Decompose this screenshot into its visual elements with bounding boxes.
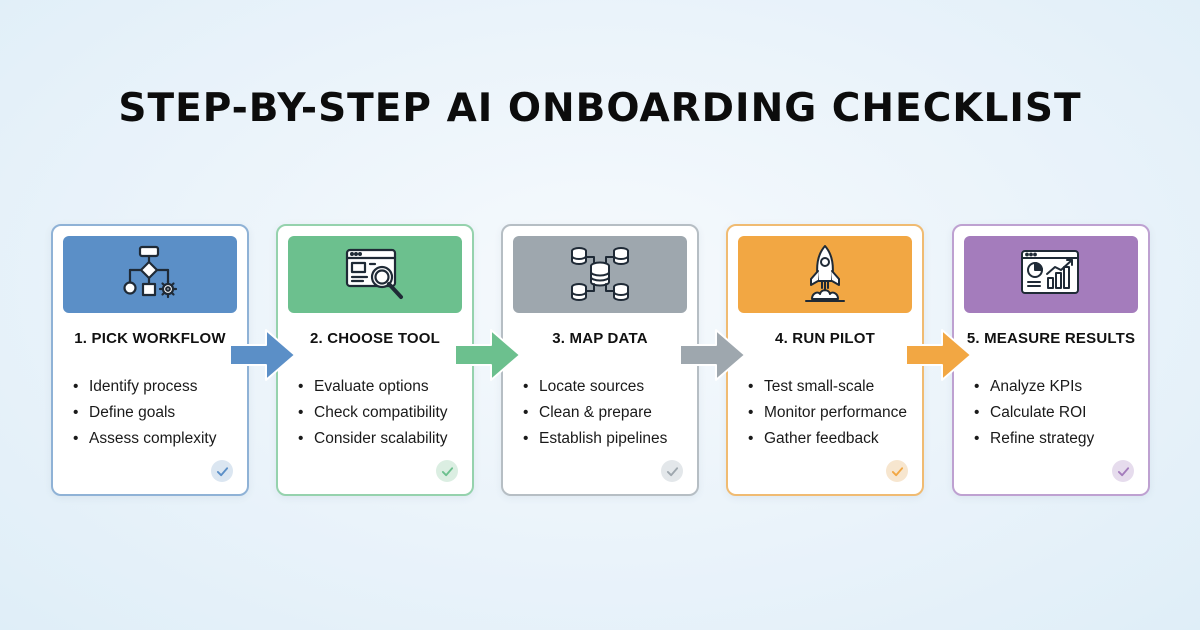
checkmark-icon [436, 460, 458, 482]
step-card-map-data: 3. MAP DATA •Locate sources •Clean & pre… [501, 224, 699, 496]
bullet: • [523, 404, 529, 421]
analytics-dashboard-icon [1021, 249, 1079, 294]
bullet: • [73, 378, 79, 395]
step-title: 2. CHOOSE TOOL [309, 330, 441, 347]
bullet: • [748, 404, 754, 421]
bullet: • [748, 430, 754, 447]
rocket-icon [805, 244, 845, 302]
step-header-run-pilot [738, 236, 912, 313]
checklist-item: •Analyze KPIs [974, 374, 1144, 400]
step-header-measure-results [964, 236, 1138, 313]
checklist-item: •Assess complexity [73, 426, 243, 452]
checklist-item: •Monitor performance [748, 400, 918, 426]
checkmark-icon [211, 460, 233, 482]
bullet: • [523, 430, 529, 447]
checklist-item: •Calculate ROI [974, 400, 1144, 426]
step-title: 3. MAP DATA [552, 330, 648, 347]
bullet: • [73, 430, 79, 447]
bullet: • [974, 404, 980, 421]
step-header-map-data [513, 236, 687, 313]
page-title: STEP-BY-STEP AI ONBOARDING CHECKLIST [118, 86, 1082, 131]
checkmark-icon [886, 460, 908, 482]
checklist-item: •Define goals [73, 400, 243, 426]
bullet: • [523, 378, 529, 395]
bullet: • [974, 430, 980, 447]
bullet: • [73, 404, 79, 421]
checklist-item: •Locate sources [523, 374, 693, 400]
arrow-right-icon [454, 329, 521, 381]
database-network-icon [571, 246, 629, 301]
step-header-choose-tool [288, 236, 462, 313]
step-title: 5. MEASURE RESULTS [966, 330, 1136, 347]
checklist-item: •Establish pipelines [523, 426, 693, 452]
step-checklist: •Evaluate options •Check compatibility •… [298, 374, 468, 452]
arrow-right-icon [905, 329, 972, 381]
bullet: • [748, 378, 754, 395]
bullet: • [974, 378, 980, 395]
step-checklist: •Analyze KPIs •Calculate ROI •Refine str… [974, 374, 1144, 452]
bullet: • [298, 430, 304, 447]
checklist-item: •Refine strategy [974, 426, 1144, 452]
step-title: 1. PICK WORKFLOW [74, 330, 226, 347]
step-card-choose-tool: 2. CHOOSE TOOL •Evaluate options •Check … [276, 224, 474, 496]
arrow-right-icon [679, 329, 746, 381]
step-card-pick-workflow: 1. PICK WORKFLOW •Identify process •Defi… [51, 224, 249, 496]
arrow-right-icon [229, 329, 296, 381]
checklist-item: •Clean & prepare [523, 400, 693, 426]
workflow-icon [123, 245, 178, 298]
checklist-item: •Identify process [73, 374, 243, 400]
checklist-item: •Check compatibility [298, 400, 468, 426]
step-card-run-pilot: 4. RUN PILOT •Test small-scale •Monitor … [726, 224, 924, 496]
checkmark-icon [661, 460, 683, 482]
step-card-measure-results: 5. MEASURE RESULTS •Analyze KPIs •Calcul… [952, 224, 1150, 496]
bullet: • [298, 404, 304, 421]
step-checklist: •Locate sources •Clean & prepare •Establ… [523, 374, 693, 452]
step-title: 4. RUN PILOT [775, 330, 875, 347]
checklist-item: •Gather feedback [748, 426, 918, 452]
checklist-item: •Evaluate options [298, 374, 468, 400]
checklist-item: •Test small-scale [748, 374, 918, 400]
bullet: • [298, 378, 304, 395]
checklist-item: •Consider scalability [298, 426, 468, 452]
step-header-pick-workflow [63, 236, 237, 313]
tool-search-icon [345, 248, 403, 299]
checkmark-icon [1112, 460, 1134, 482]
step-checklist: •Test small-scale •Monitor performance •… [748, 374, 918, 452]
step-checklist: •Identify process •Define goals •Assess … [73, 374, 243, 452]
